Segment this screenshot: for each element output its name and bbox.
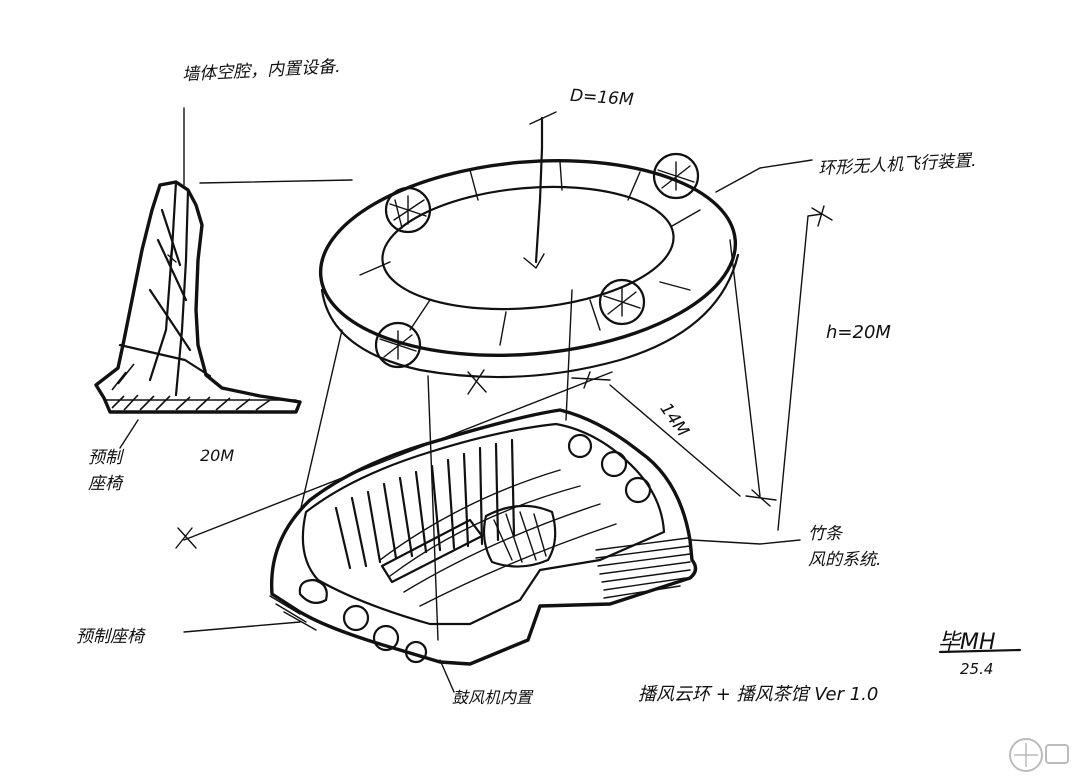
- drone-rotor-3: [598, 278, 646, 326]
- signature: 毕MH: [938, 630, 996, 655]
- drone-rotor-2: [652, 152, 700, 200]
- sketch-title: 播风云环 + 播风茶馆 Ver 1.0: [638, 684, 879, 705]
- fan-inside-label: 鼓风机内置: [452, 688, 533, 707]
- drone-rotor-4: [374, 321, 422, 369]
- watermark-logo: [1009, 738, 1069, 772]
- ring-drone-device: [318, 111, 813, 379]
- span-20-label: 20M: [200, 446, 235, 465]
- signature-line: [938, 648, 1022, 654]
- tea-house-base: [183, 408, 801, 693]
- precast-seat-side-label: 预制 座椅: [88, 448, 122, 494]
- bamboo-strips-label: 竹条 风的系统.: [808, 524, 882, 570]
- drone-rotor-1: [384, 186, 432, 234]
- height-label: h=20M: [826, 322, 891, 343]
- projection-lines: [175, 205, 833, 641]
- precast-seat-front-label: 预制座椅: [76, 627, 144, 647]
- wall-section-sketch: [94, 107, 353, 449]
- sketch-date: 25.4: [960, 660, 994, 678]
- wall-portholes: [298, 433, 652, 664]
